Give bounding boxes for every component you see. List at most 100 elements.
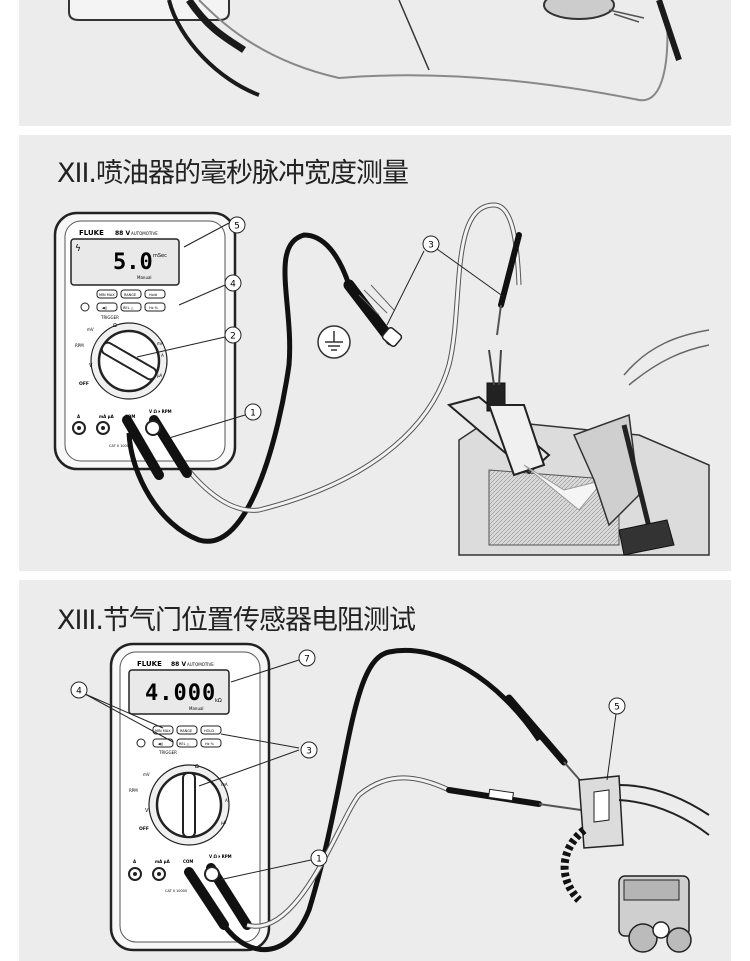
callout-3-line-b: [436, 248, 505, 298]
throttle-body-port-right: [666, 927, 692, 953]
black-probe: [505, 694, 568, 766]
callout-4-line-a: [84, 693, 164, 729]
rel-button[interactable]: [176, 738, 198, 748]
lcd-unit: kΩ: [215, 698, 222, 704]
callout-5-label: 5: [234, 222, 240, 232]
callout-7: [298, 649, 316, 667]
callout-3-label: 3: [306, 747, 312, 757]
injector-body: [487, 404, 546, 477]
hold-button[interactable]: [200, 725, 222, 735]
range-button[interactable]: [176, 725, 198, 735]
lcd-unit: mSec: [153, 253, 167, 259]
test-lead-gray: [198, 0, 669, 102]
lcd-lightning-icon: ϟ: [75, 244, 81, 254]
meter-model-sub: AUTOMOTIVE: [187, 662, 214, 667]
lcd-display: [70, 238, 180, 286]
minmax-button[interactable]: [96, 289, 118, 299]
jack-label-com: COM: [183, 859, 193, 864]
hz-button-label: Hz %: [149, 306, 159, 310]
tps-body: [623, 879, 680, 901]
jack-label-ma: mA µA: [155, 859, 171, 864]
meter-model: 88 V: [171, 661, 186, 668]
dial-label-mv: mV: [143, 772, 150, 777]
callout-3-line-a: [220, 733, 300, 749]
throttle-position-sensor: [560, 775, 710, 953]
callout-4-label: 4: [76, 687, 82, 697]
callout-1-label: 1: [316, 855, 322, 865]
hz-button[interactable]: [144, 302, 166, 312]
range-button[interactable]: [120, 289, 142, 299]
trigger-label: TRIGGER: [158, 750, 177, 755]
intake-port: [572, 413, 640, 527]
callout-4-line: [178, 284, 226, 306]
rel-button-label: REL △: [179, 742, 190, 746]
lcd-reading: 5.0: [113, 250, 153, 275]
callout-7-line: [230, 659, 300, 683]
rel-button-label: REL △: [123, 306, 134, 310]
beep-button[interactable]: [152, 738, 174, 748]
dial-label-a: A: [161, 353, 164, 358]
red-test-lead: [204, 775, 582, 930]
jack-v[interactable]: [145, 420, 161, 436]
dial-knob: [100, 341, 158, 381]
fuel-injector-assembly: [446, 329, 710, 556]
red-lead-wire: [157, 203, 521, 512]
dial-label-ua: µA: [221, 820, 227, 825]
dial-label-ma: mA: [157, 341, 164, 346]
jack-v[interactable]: [204, 866, 220, 882]
meter-model: 88 V: [115, 230, 130, 237]
tps-harness: [618, 784, 710, 836]
meter-brand: FLUKE: [137, 660, 162, 668]
callout-7-label: 7: [304, 655, 310, 665]
hz-button-label: Hz %: [205, 742, 215, 746]
callouts: 5 4 2 1 3: [136, 216, 505, 439]
dial-knob: [182, 772, 196, 838]
beep-button[interactable]: [96, 302, 118, 312]
jack-label-v: V Ω ⏵ RPM: [209, 854, 232, 859]
section-injector-pulse: XII.喷油器的毫秒脉冲宽度测量 FLUKE 88 V AUTOMOTIVE ϟ…: [19, 135, 731, 571]
rel-button[interactable]: [120, 302, 142, 312]
hz-button[interactable]: [200, 738, 222, 748]
lcd-reading: 4.000: [145, 681, 216, 706]
sensor-wires: [608, 9, 645, 23]
minmax-button[interactable]: [152, 725, 174, 735]
injector-pulse-diagram: FLUKE 88 V AUTOMOTIVE ϟ 5.0 mSec Manual …: [53, 202, 710, 556]
dial-label-v: V: [145, 808, 149, 814]
callout-1: [310, 849, 328, 867]
back-probe: [498, 232, 522, 308]
backlight-button[interactable]: [136, 738, 146, 748]
probe-black: [186, 0, 246, 53]
minmax-button-label: MIN MAX: [99, 293, 115, 297]
dial-label-off: OFF: [79, 381, 89, 387]
callout-3-line-a: [386, 250, 425, 326]
callouts: 7 4 3 1 5: [70, 649, 626, 881]
backlight-button[interactable]: [80, 302, 90, 312]
black-test-lead: [184, 648, 586, 952]
callout-2-label: 2: [230, 332, 236, 342]
callout-3: [300, 741, 318, 759]
minmax-button-label: MIN MAX: [155, 729, 171, 733]
dial-label-rpm: RPM: [129, 788, 138, 793]
jack-label-ma: mA µA: [99, 414, 115, 419]
jack-note: CAT II 1000V: [165, 889, 188, 893]
black-test-lead: [122, 232, 403, 544]
dial-label-ohm: Ω: [113, 323, 117, 329]
callout-1-line: [218, 859, 312, 881]
hold-button[interactable]: [144, 289, 166, 299]
alligator-clip-body: [343, 279, 397, 346]
tps-resistance-diagram: FLUKE 88 V AUTOMOTIVE 4.000 kΩ Manual MI…: [70, 642, 710, 953]
section-title: XIII.节气门位置传感器电阻测试: [57, 605, 416, 636]
beep-button-label: ◀)): [102, 306, 108, 310]
dial-label-off: OFF: [139, 826, 149, 832]
red-lead-wire-outline: [246, 775, 451, 929]
black-plug: [122, 415, 164, 480]
sensor-component: [543, 0, 615, 20]
section-tps-resistance: XIII.节气门位置传感器电阻测试 FLUKE 88 V AUTOMOTIVE …: [19, 580, 731, 961]
callout-1-line: [168, 414, 246, 439]
black-lead-wire: [221, 648, 542, 952]
beep-button-label: ◀)): [158, 742, 164, 746]
dial-label-mv: mV: [87, 327, 94, 332]
intake-valve-head: [618, 519, 675, 556]
callout-4-line-b: [84, 693, 174, 743]
multimeter: FLUKE 88 V AUTOMOTIVE 4.000 kΩ Manual MI…: [109, 642, 271, 952]
